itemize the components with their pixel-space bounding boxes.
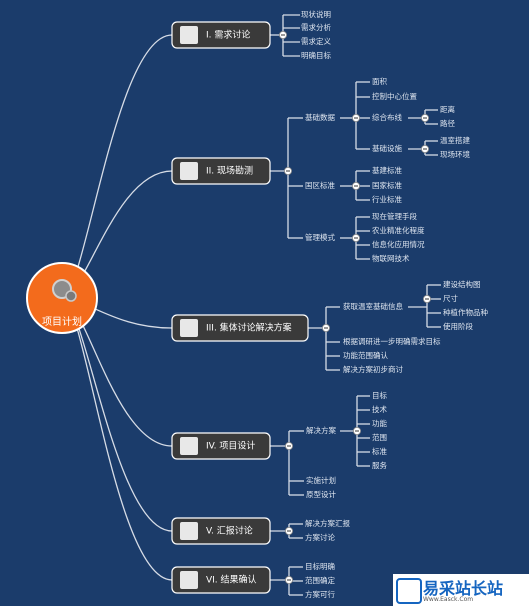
leaf-label: 行业标准 xyxy=(372,194,402,204)
topic-label: 国区标准 xyxy=(305,180,335,190)
leaf-label: 需求定义 xyxy=(301,36,331,46)
leaf-label: 现场环境 xyxy=(440,149,470,159)
leaf-label: 需求分析 xyxy=(301,22,331,32)
leaf-label: 控制中心位置 xyxy=(372,91,417,101)
topic-label: 基础数据 xyxy=(305,112,335,122)
branch-label: V. 汇报讨论 xyxy=(206,525,253,537)
topic-label: 解决方案 xyxy=(306,425,336,435)
leaf-label: 解决方案初步商讨 xyxy=(343,364,403,374)
leaf-label: 功能 xyxy=(372,418,387,428)
leaf-label: 建设结构图 xyxy=(443,279,481,289)
leaf-label: 标准 xyxy=(372,446,387,456)
leaf-label: 明确目标 xyxy=(301,50,331,60)
leaf-label: 功能范围确认 xyxy=(343,350,388,360)
leaf-label: 使用阶段 xyxy=(443,321,473,331)
leaf-label: 根据调研进一步明确需求目标 xyxy=(343,336,441,346)
leaf-label: 技术 xyxy=(372,404,387,414)
watermark-logo-icon xyxy=(396,578,422,604)
leaf-label: 现状说明 xyxy=(301,9,331,19)
leaf-label: 方案讨论 xyxy=(305,532,335,542)
leaf-label: 面积 xyxy=(372,76,387,86)
branch-node[interactable] xyxy=(171,314,309,342)
leaf-label: 物联网技术 xyxy=(372,253,410,263)
branch-label: III. 集体讨论解决方案 xyxy=(206,322,292,334)
leaf-label: 范围 xyxy=(372,432,387,442)
branch-label: I. 需求讨论 xyxy=(206,29,250,41)
memo-icon xyxy=(180,26,198,44)
topic-label: 综合布线 xyxy=(372,112,402,122)
lightbulb-icon xyxy=(180,162,198,180)
leaf-label: 目标 xyxy=(372,390,387,400)
leaf-label: 国家标准 xyxy=(372,180,402,190)
topic-label: 基础设施 xyxy=(372,143,402,153)
design-icon xyxy=(180,437,198,455)
leaf-label: 种植作物品种 xyxy=(443,307,488,317)
leaf-label: 方案可行 xyxy=(305,589,335,599)
leaf-label: 范围确定 xyxy=(305,575,335,585)
branch-label: IV. 项目设计 xyxy=(206,440,255,452)
leaf-label: 原型设计 xyxy=(306,489,336,499)
branch-label: II. 现场勘测 xyxy=(206,166,253,177)
leaf-label: 信息化应用情况 xyxy=(372,239,425,249)
watermark-subtitle: Www.Easck.Com xyxy=(423,596,474,603)
leaf-label: 解决方案汇报 xyxy=(305,518,350,528)
leaf-label: 实施计划 xyxy=(306,475,336,485)
leaf-label: 路径 xyxy=(440,118,455,128)
leaf-label: 目标明确 xyxy=(305,561,335,571)
watermark: 易采站长站 Www.Easck.Com xyxy=(393,574,529,606)
leaf-label: 温室搭建 xyxy=(440,135,470,145)
magnifier-icon xyxy=(180,319,198,337)
watermark-title: 易采站长站 xyxy=(423,579,504,598)
branch-label: VI. 结果确认 xyxy=(206,574,257,586)
leaf-label: 距离 xyxy=(440,104,455,114)
gear-icon xyxy=(180,571,198,589)
leaf-label: 农业精准化程度 xyxy=(372,225,425,235)
leaf-label: 尺寸 xyxy=(443,293,458,303)
traffic-light-icon xyxy=(180,522,198,540)
center-label: 项目计划 xyxy=(42,315,82,328)
leaf-label: 基建标准 xyxy=(372,165,402,175)
topic-label: 获取温室基础信息 xyxy=(343,301,403,311)
topic-label: 管理模式 xyxy=(305,232,335,242)
leaf-label: 服务 xyxy=(372,460,387,470)
leaf-label: 现在管理手段 xyxy=(372,211,417,221)
